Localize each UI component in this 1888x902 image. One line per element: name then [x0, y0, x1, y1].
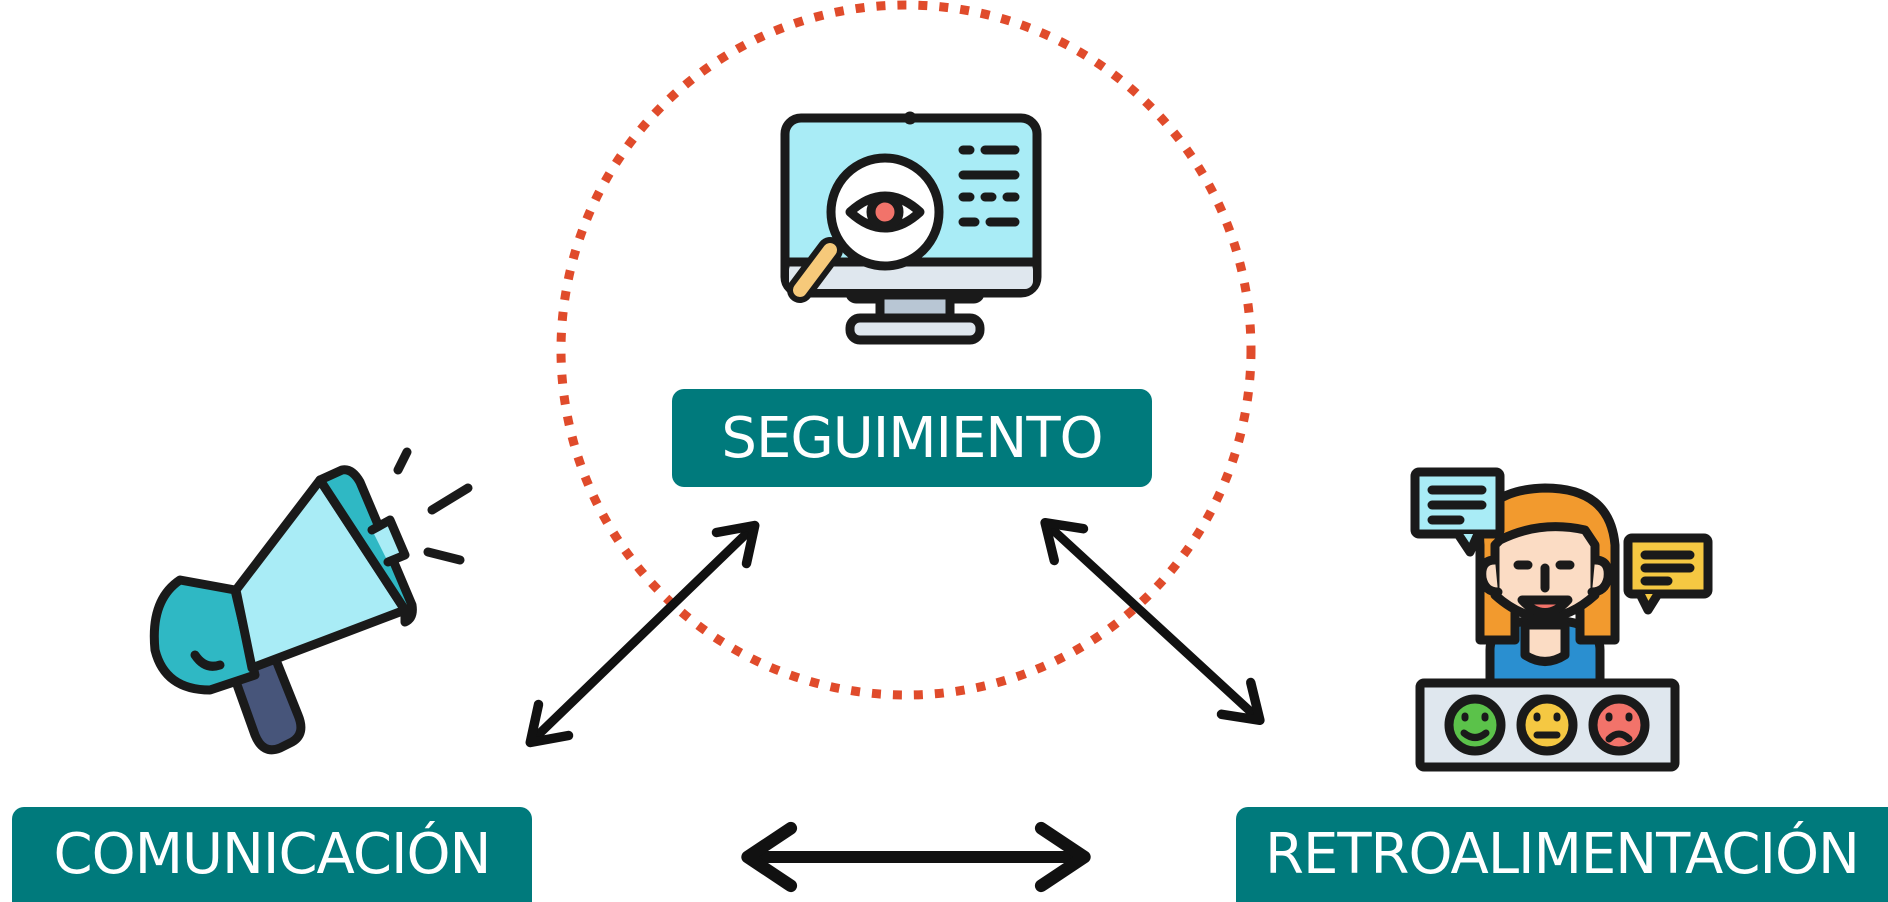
monitor-magnifier-eye-icon	[780, 111, 1042, 345]
arrow-seguimiento-comunicacion	[525, 520, 760, 748]
node-comunicacion-label: COMUNICACIÓN	[53, 822, 492, 887]
highlight-circle	[556, 0, 1256, 700]
node-seguimiento: SEGUIMIENTO	[672, 389, 1152, 487]
node-seguimiento-label: SEGUIMIENTO	[721, 405, 1103, 471]
megaphone-icon	[149, 447, 473, 755]
node-comunicacion: COMUNICACIÓN	[12, 807, 532, 902]
arrow-seguimiento-retroalimentacion	[1040, 517, 1265, 726]
node-retroalimentacion-label: RETROALIMENTACIÓN	[1265, 822, 1860, 887]
customer-feedback-icon	[1410, 467, 1713, 772]
node-retroalimentacion: RETROALIMENTACIÓN	[1236, 807, 1888, 902]
